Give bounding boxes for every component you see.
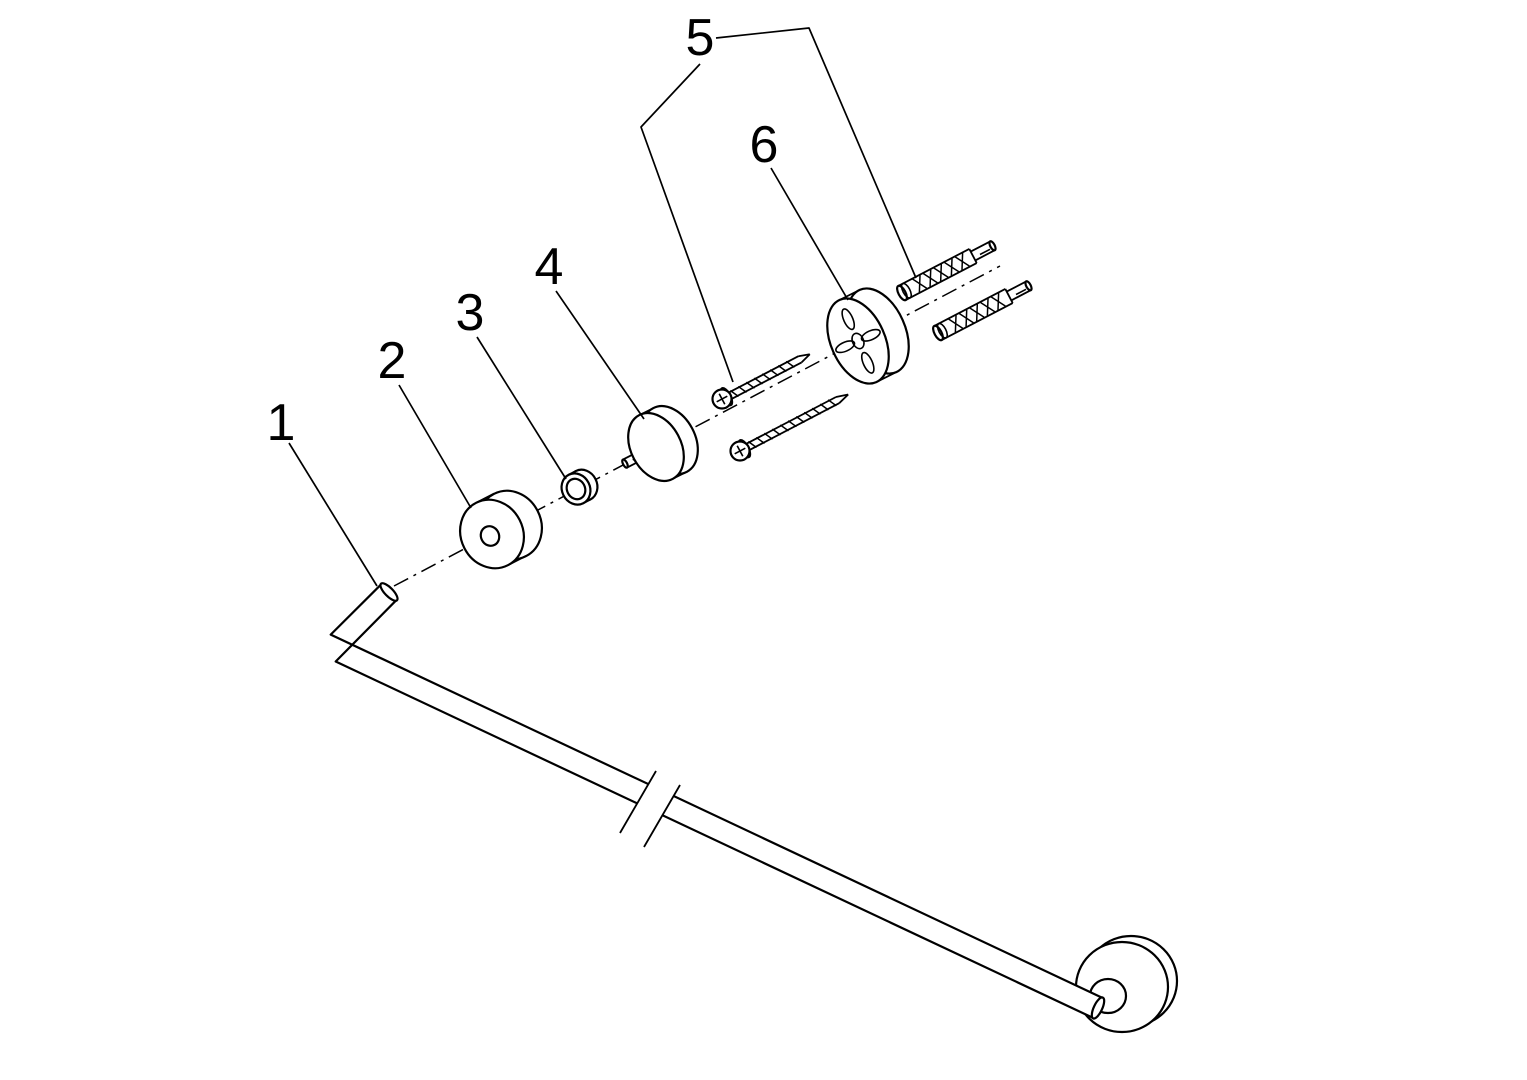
escutcheon-flange bbox=[621, 405, 699, 482]
mounting-bracket bbox=[826, 287, 910, 385]
bracket-center-hole bbox=[851, 332, 865, 350]
part-label-2: 2 bbox=[378, 332, 407, 390]
part-labels: 1 2 3 4 5 6 bbox=[267, 9, 779, 452]
bar-break-slash-right bbox=[643, 784, 681, 848]
washer-hole bbox=[565, 477, 587, 501]
anchor-slit bbox=[979, 248, 991, 256]
part-label-5: 5 bbox=[686, 9, 715, 67]
leader-line-2 bbox=[398, 384, 472, 509]
part-label-3: 3 bbox=[456, 284, 485, 342]
wall-anchor-lower bbox=[932, 280, 1033, 342]
bar-wall-end-cap bbox=[1090, 996, 1106, 1020]
part-label-6: 6 bbox=[750, 116, 779, 174]
anchor-tip bbox=[988, 240, 997, 252]
leader-lines bbox=[288, 27, 917, 587]
bar-break-slash-left bbox=[619, 770, 657, 834]
wall-anchor-upper bbox=[896, 240, 997, 302]
washer bbox=[560, 468, 599, 506]
bracket-slot-bottom bbox=[860, 351, 875, 374]
leader-line-5-anchors bbox=[715, 27, 917, 279]
bar-end-cap bbox=[379, 582, 399, 602]
bar-break-gap bbox=[620, 771, 680, 847]
leader-line-6 bbox=[770, 167, 849, 301]
anchor-tip bbox=[1024, 280, 1033, 292]
part-label-4: 4 bbox=[535, 238, 564, 296]
mounting-screw-upper bbox=[711, 353, 811, 410]
leader-line-4 bbox=[555, 290, 645, 420]
bracket-slot-top bbox=[841, 308, 856, 331]
towel-bar bbox=[329, 582, 1106, 1020]
leader-line-5-screws bbox=[640, 63, 734, 383]
bracket-slot-right bbox=[860, 328, 881, 342]
spacer-center-hole bbox=[479, 525, 501, 547]
leader-line-3 bbox=[476, 336, 567, 480]
leader-line-1 bbox=[288, 442, 378, 587]
bracket-slot-left bbox=[835, 340, 856, 354]
anchor-slit bbox=[1015, 288, 1027, 296]
stem-tip-cap bbox=[621, 458, 629, 469]
part-label-1: 1 bbox=[267, 394, 296, 452]
mounting-screw-lower bbox=[729, 393, 849, 462]
spacer-ring bbox=[459, 489, 543, 570]
